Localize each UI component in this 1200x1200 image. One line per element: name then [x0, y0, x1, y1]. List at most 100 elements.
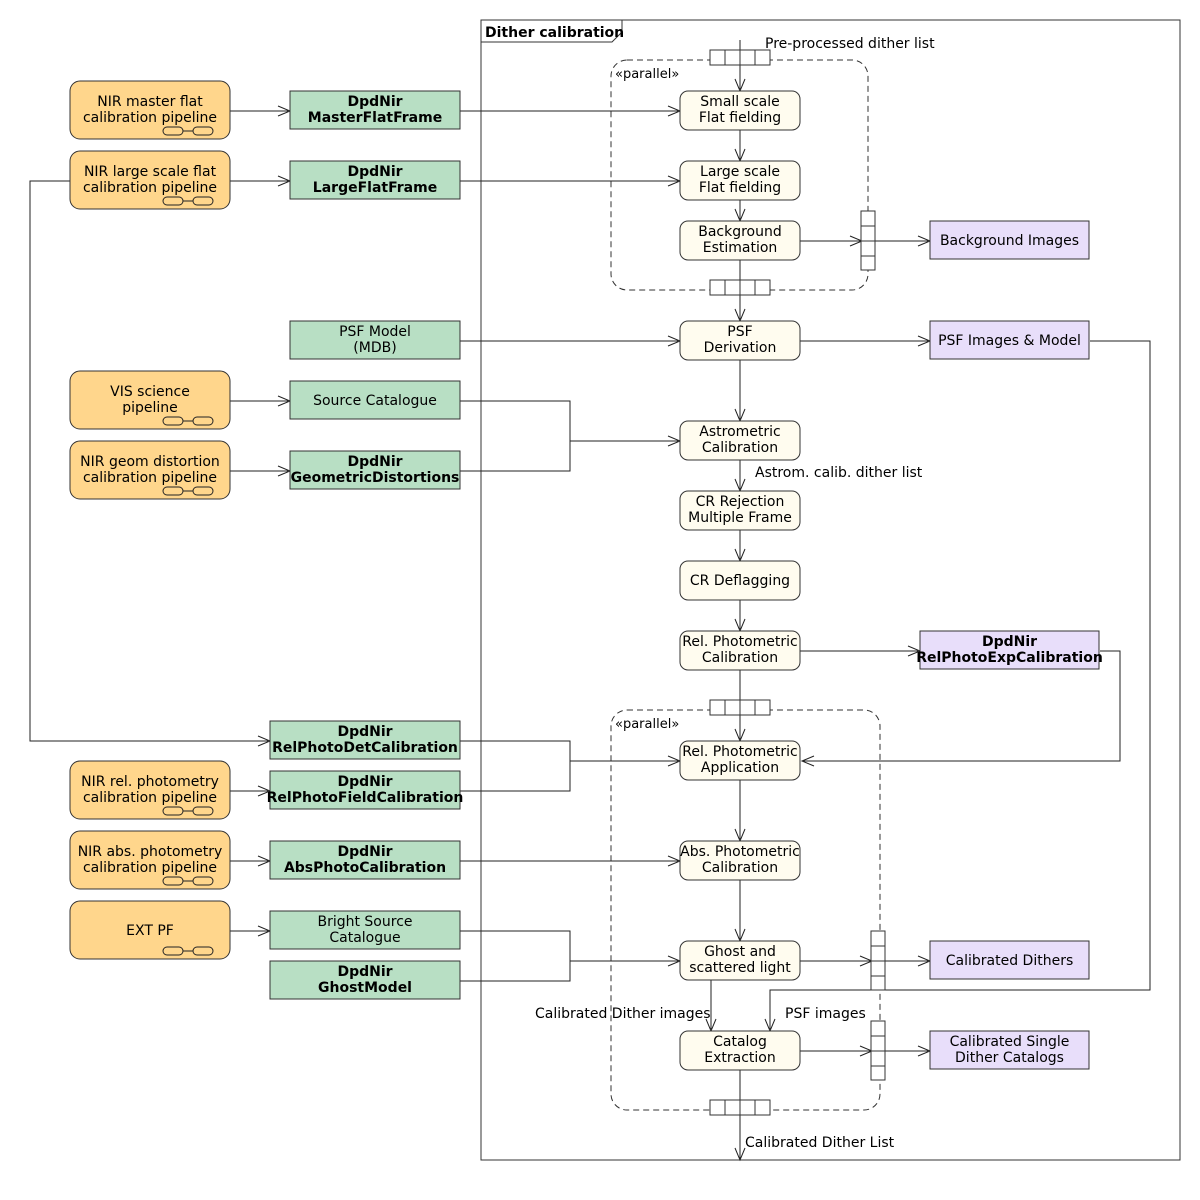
action-box[interactable]: Abs. Photometric Calibration [679, 840, 801, 881]
flow-line [460, 740, 571, 792]
action-label-line: Extraction [704, 1050, 775, 1066]
input-product-box[interactable]: DpdNir GeometricDistortions [289, 450, 461, 490]
action-box[interactable]: Large scale Flat fielding [679, 160, 801, 201]
action-box[interactable]: CR Deflagging [679, 560, 801, 601]
input-product-box[interactable]: Bright Source Catalogue [269, 910, 461, 950]
output-product-box[interactable]: Calibrated Single Dither Catalogs [929, 1030, 1090, 1070]
pipeline-box[interactable]: NIR large scale flat calibration pipelin… [69, 150, 231, 210]
action-box[interactable]: Ghost and scattered light [679, 940, 801, 981]
input-product-label-line: DpdNir [337, 774, 392, 790]
input-product-box[interactable]: DpdNir MasterFlatFrame [289, 90, 461, 130]
input-product-box[interactable]: DpdNir RelPhotoFieldCalibration [267, 770, 464, 810]
input-product-shape [269, 910, 461, 950]
output-product-box[interactable]: PSF Images & Model [929, 320, 1090, 360]
action-label-line: CR Deflagging [690, 573, 790, 589]
input-product-nodes: DpdNir MasterFlatFrame DpdNir LargeFlatF… [267, 90, 464, 1000]
action-shape [679, 630, 801, 671]
pipeline-box-shape [69, 900, 231, 960]
action-shape [679, 1030, 801, 1071]
pipeline-box[interactable]: EXT PF [69, 900, 231, 960]
parallel-region-label: «parallel» [615, 717, 679, 732]
expansion-node-input [709, 49, 771, 66]
input-product-label-line: Catalogue [329, 930, 400, 946]
action-box[interactable]: Rel. Photometric Calibration [679, 630, 801, 671]
output-product-shape [929, 220, 1090, 260]
flow-label-calibrated-list: Calibrated Dither List [745, 1135, 895, 1151]
input-product-label-line: DpdNir [347, 94, 402, 110]
pin-cell [870, 975, 886, 991]
input-product-label-line: DpdNir [337, 724, 392, 740]
action-shape [679, 220, 801, 261]
action-label-line: Rel. Photometric [682, 744, 798, 760]
expansion-node-output [870, 1020, 886, 1081]
pin-cell [724, 1099, 741, 1116]
pipeline-nodes: NIR master flat calibration pipeline NIR… [69, 80, 231, 960]
action-label-line: Calibration [702, 440, 778, 456]
input-product-shape [289, 160, 461, 200]
action-nodes: Small scale Flat fielding Large scale Fl… [679, 90, 801, 1071]
output-product-box[interactable]: Calibrated Dithers [929, 940, 1090, 980]
expansion-node-output [870, 930, 886, 991]
pipeline-box[interactable]: NIR geom distortion calibration pipeline [69, 440, 231, 500]
pin-cell [724, 699, 741, 716]
input-product-box[interactable]: DpdNir GhostModel [269, 960, 461, 1000]
pin-cell [870, 945, 886, 962]
pipeline-box[interactable]: NIR abs. photometry calibration pipeline [69, 830, 231, 890]
input-product-box[interactable]: DpdNir LargeFlatFrame [289, 160, 461, 200]
pin-cell [709, 279, 726, 296]
action-box[interactable]: Astrometric Calibration [679, 420, 801, 461]
pin-cell [870, 1035, 886, 1052]
flow-line [460, 930, 571, 982]
expansion-node-output [709, 1099, 771, 1116]
flow-label-preprocessed: Pre-processed dither list [765, 36, 935, 52]
pipeline-box[interactable]: VIS science pipeline [69, 370, 231, 430]
action-box[interactable]: CR Rejection Multiple Frame [679, 490, 801, 531]
action-shape [679, 490, 801, 531]
input-product-label-line: RelPhotoFieldCalibration [267, 790, 464, 806]
pin-cell [870, 1050, 886, 1067]
action-box[interactable]: Small scale Flat fielding [679, 90, 801, 131]
pin-cell [870, 1065, 886, 1081]
input-product-box[interactable]: DpdNir AbsPhotoCalibration [269, 840, 461, 880]
pin-cell [754, 699, 771, 716]
action-box[interactable]: Rel. Photometric Application [679, 740, 801, 781]
action-box[interactable]: PSF Derivation [679, 320, 801, 361]
input-product-label-line: DpdNir [337, 844, 392, 860]
input-product-label-line: AbsPhotoCalibration [284, 860, 446, 876]
action-shape [679, 840, 801, 881]
input-product-shape [289, 450, 461, 490]
output-product-box[interactable]: DpdNir RelPhotoExpCalibration [916, 630, 1103, 670]
pin-cell [739, 1099, 756, 1116]
pipeline-box[interactable]: NIR master flat calibration pipeline [69, 80, 231, 140]
pipeline-box-shape [69, 370, 231, 430]
pipeline-box[interactable]: NIR rel. photometry calibration pipeline [69, 760, 231, 820]
pipeline-box-shape [69, 80, 231, 140]
input-product-box[interactable]: DpdNir RelPhotoDetCalibration [269, 720, 461, 760]
input-product-label-line: GeometricDistortions [291, 470, 460, 486]
pipeline-label-line: calibration pipeline [83, 470, 217, 486]
pipeline-label-line: calibration pipeline [83, 790, 217, 806]
input-product-label-line: GhostModel [318, 980, 412, 996]
action-shape [679, 940, 801, 981]
pin-cell [709, 699, 726, 716]
input-product-box[interactable]: Source Catalogue [289, 380, 461, 420]
action-label-line: Estimation [703, 240, 778, 256]
output-product-label-line: Dither Catalogs [955, 1050, 1064, 1066]
rake-icon [162, 196, 214, 206]
frame-tab [480, 19, 623, 43]
pin-cell [870, 930, 886, 947]
action-box[interactable]: Catalog Extraction [679, 1030, 801, 1071]
pipeline-label-line: pipeline [122, 400, 178, 416]
action-shape [679, 560, 801, 601]
input-product-label-line: RelPhotoDetCalibration [272, 740, 458, 756]
input-product-label-line: DpdNir [337, 964, 392, 980]
input-product-label-line: Source Catalogue [313, 393, 437, 409]
output-product-label-line: Calibrated Single [950, 1034, 1070, 1050]
pin-cell [860, 210, 876, 227]
input-product-box[interactable]: PSF Model (MDB) [289, 320, 461, 360]
action-box[interactable]: Background Estimation [679, 220, 801, 261]
expansion-pins [709, 49, 886, 1116]
output-product-box[interactable]: Background Images [929, 220, 1090, 260]
pin-cell [860, 240, 876, 257]
